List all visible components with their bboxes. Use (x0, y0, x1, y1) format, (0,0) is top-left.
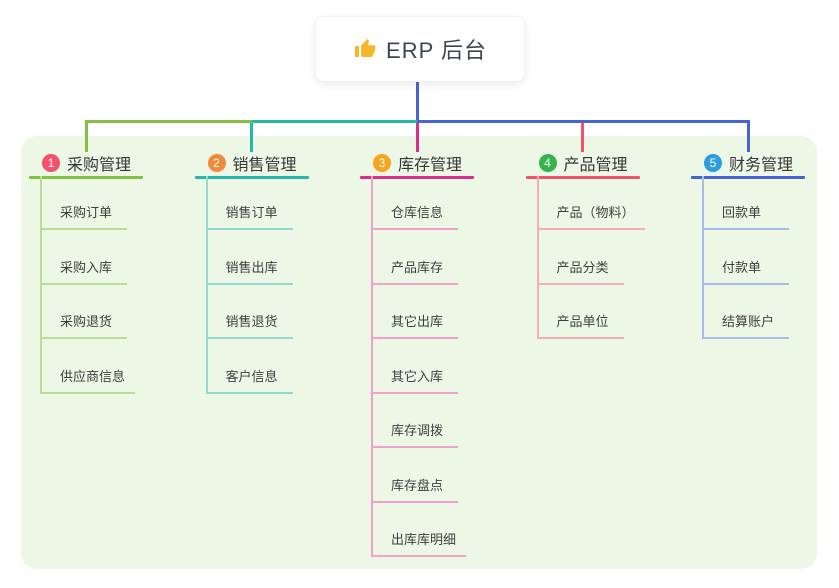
child-label: 采购订单 (42, 202, 127, 230)
branch-4-children: 产品（物料） 产品分类 产品单位 (536, 175, 645, 339)
mindmap-panel (21, 136, 817, 569)
child-item[interactable]: 客户信息 (207, 339, 293, 394)
connector-line (251, 120, 417, 123)
branch-3-children: 仓库信息 产品库存 其它出库 其它入库 库存调拨 库存盘点 出库库明细 (371, 175, 467, 557)
branch-4: 4 产品管理 产品（物料） 产品分类 产品单位 (525, 150, 688, 339)
child-item[interactable]: 出库库明细 (373, 503, 467, 557)
branch-drop-line (84, 123, 88, 152)
child-item[interactable]: 产品分类 (538, 230, 645, 285)
branch-drop-line (746, 123, 750, 152)
branch-2-label: 销售管理 (232, 157, 297, 174)
child-item[interactable]: 销售订单 (207, 176, 293, 230)
branch-5-children: 回款单 付款单 结算账户 (702, 175, 789, 339)
child-label: 结算账户 (704, 311, 789, 339)
branch-5-number-badge: 5 (704, 154, 722, 172)
child-label: 产品（物料） (538, 202, 645, 230)
child-item[interactable]: 付款单 (704, 230, 789, 285)
thumbs-up-icon (353, 37, 377, 61)
child-label: 库存盘点 (373, 475, 458, 503)
branch-2-number-badge: 2 (207, 154, 226, 172)
root-node[interactable]: ERP 后台 (315, 16, 525, 82)
branch-5-title[interactable]: 5 财务管理 (704, 150, 839, 176)
branch-4-title[interactable]: 4 产品管理 (538, 150, 688, 176)
child-item[interactable]: 供应商信息 (42, 339, 136, 394)
connector-line (416, 80, 419, 123)
branch-5: 5 财务管理 回款单 付款单 结算账户 (691, 150, 839, 339)
child-label: 客户信息 (207, 366, 293, 394)
child-label: 库存调拨 (373, 420, 458, 448)
child-label: 产品分类 (538, 257, 624, 285)
child-label: 销售退货 (207, 311, 293, 339)
child-label: 付款单 (704, 257, 789, 285)
branch-4-number-badge: 4 (538, 154, 557, 172)
child-item[interactable]: 库存盘点 (373, 448, 466, 503)
connector-line (417, 120, 750, 123)
child-label: 产品单位 (538, 311, 624, 339)
branch-1-underline (29, 176, 143, 179)
branch-3-number-badge: 3 (373, 154, 391, 172)
child-item[interactable]: 产品库存 (373, 230, 466, 285)
child-label: 仓库信息 (373, 202, 458, 230)
child-item[interactable]: 采购入库 (42, 230, 135, 285)
child-item[interactable]: 采购退货 (42, 285, 135, 339)
child-item[interactable]: 产品（物料） (538, 176, 645, 230)
child-item[interactable]: 其它出库 (373, 285, 466, 339)
child-item[interactable]: 采购订单 (42, 176, 135, 230)
branch-5-label: 财务管理 (729, 157, 794, 174)
branch-3: 3 库存管理 仓库信息 产品库存 其它出库 其它入库 库存调拨 库存盘点 出库库… (360, 150, 522, 557)
child-item[interactable]: 产品单位 (538, 285, 645, 339)
branch-drop-line (581, 123, 584, 152)
child-item[interactable]: 销售出库 (207, 230, 293, 285)
branch-1-children: 采购订单 采购入库 采购退货 供应商信息 (40, 175, 136, 394)
branch-2-children: 销售订单 销售出库 销售退货 客户信息 (205, 175, 293, 394)
child-item[interactable]: 销售退货 (207, 285, 293, 339)
branch-drop-line (415, 123, 419, 152)
branch-1-title[interactable]: 1 采购管理 (42, 150, 191, 176)
branch-2-underline (194, 176, 309, 179)
child-label: 产品库存 (373, 257, 458, 285)
branch-4-underline (525, 176, 640, 179)
branch-5-underline (691, 176, 805, 179)
child-label: 其它入库 (373, 366, 458, 394)
branch-1: 1 采购管理 采购订单 采购入库 采购退货 供应商信息 (29, 150, 191, 394)
child-label: 供应商信息 (42, 366, 136, 394)
child-item[interactable]: 结算账户 (704, 285, 789, 339)
branch-1-number-badge: 1 (42, 154, 60, 172)
branch-drop-line (250, 123, 253, 152)
root-label: ERP 后台 (386, 38, 487, 63)
child-label: 出库库明细 (373, 529, 467, 557)
branch-3-underline (360, 176, 474, 179)
branch-2-title[interactable]: 2 销售管理 (207, 150, 357, 176)
child-item[interactable]: 仓库信息 (373, 176, 466, 230)
branch-3-title[interactable]: 3 库存管理 (373, 150, 522, 176)
child-label: 回款单 (704, 202, 789, 230)
branch-2: 2 销售管理 销售订单 销售出库 销售退货 客户信息 (194, 150, 357, 394)
child-label: 其它出库 (373, 311, 458, 339)
child-label: 采购退货 (42, 311, 127, 339)
branch-1-label: 采购管理 (67, 157, 132, 174)
child-label: 销售订单 (207, 202, 293, 230)
connector-line (84, 120, 253, 123)
branch-3-label: 库存管理 (398, 157, 463, 174)
child-item[interactable]: 回款单 (704, 176, 789, 230)
child-label: 销售出库 (207, 257, 293, 285)
child-item[interactable]: 其它入库 (373, 339, 466, 394)
child-label: 采购入库 (42, 257, 127, 285)
child-item[interactable]: 库存调拨 (373, 394, 466, 448)
branch-4-label: 产品管理 (563, 157, 628, 174)
